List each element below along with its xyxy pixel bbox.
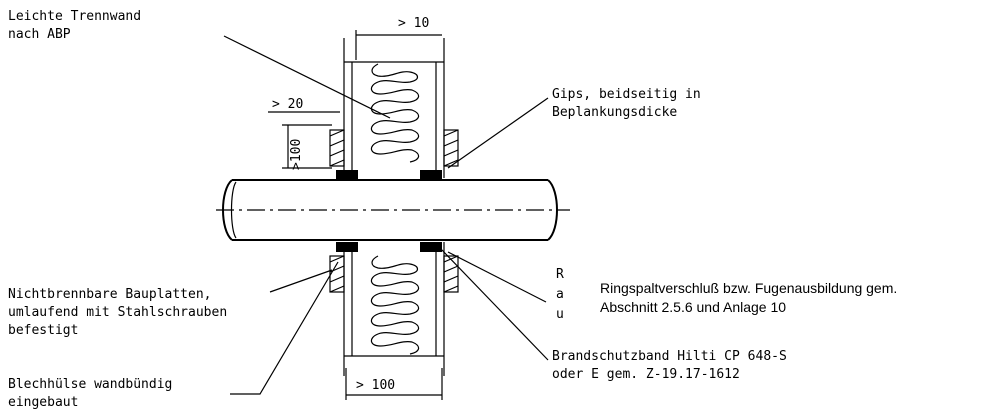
dim-vertical-label: >100 [289, 139, 304, 170]
pipe [216, 179, 570, 241]
dim-top-label: > 10 [398, 16, 429, 31]
wall-bottom [329, 242, 459, 376]
gips-label-line1: Gips, beidseitig in [552, 87, 701, 102]
boards-label-line1: Nichtbrennbare Bauplatten, [8, 287, 212, 302]
dimensions [268, 30, 443, 400]
dim-left-label: > 20 [272, 97, 303, 112]
gips-label-line2: Beplankungsdicke [552, 105, 677, 120]
ring-fragment-1: R [556, 267, 564, 282]
ring-fragment-2: a [556, 287, 564, 302]
boards-label-line2: umlaufend mit Stahlschrauben [8, 305, 227, 320]
dim-bottom-label: > 100 [356, 378, 395, 393]
insulation-top [370, 63, 420, 163]
wall-label-line2: nach ABP [8, 27, 71, 42]
ring-label-line2: Abschnitt 2.5.6 und Anlage 10 [600, 299, 786, 315]
insulation-bottom [370, 255, 420, 355]
band-label-line1: Brandschutzband Hilti CP 648-S [552, 349, 787, 364]
wall-label-line1: Leichte Trennwand [8, 9, 141, 24]
leader-lines [223, 35, 549, 395]
band-label-line2: oder E gem. Z-19.17-1612 [552, 367, 740, 382]
sleeve-label-line1: Blechhülse wandbündig [8, 377, 172, 392]
ring-fragment-3: u [556, 307, 564, 322]
wall-top [329, 38, 459, 180]
ring-label-line1: Ringspaltverschluß bzw. Fugenausbildung … [600, 280, 897, 296]
boards-label-line3: befestigt [8, 323, 78, 338]
sleeve-label-line2: eingebaut [8, 395, 78, 410]
